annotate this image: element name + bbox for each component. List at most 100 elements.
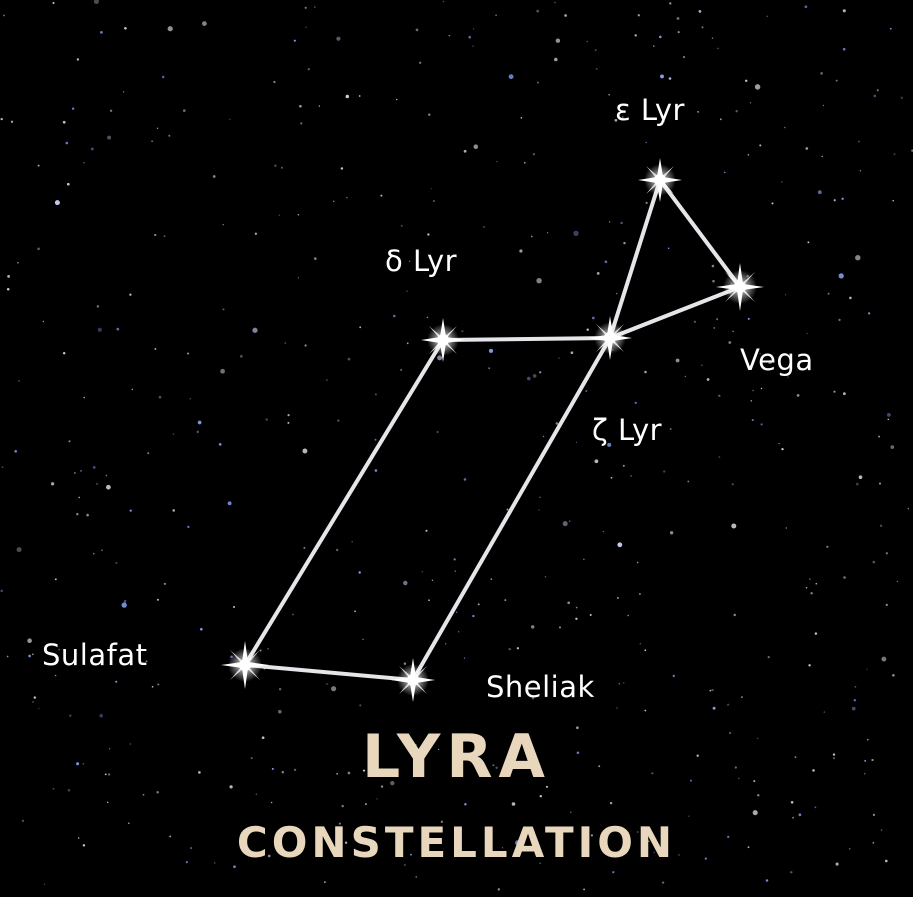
field-star	[719, 118, 722, 121]
field-star	[496, 160, 498, 163]
field-star	[313, 257, 317, 260]
field-star	[843, 576, 846, 579]
field-star	[156, 790, 159, 794]
field-star	[426, 316, 429, 319]
field-star	[287, 413, 290, 417]
field-star	[785, 527, 787, 529]
field-star	[54, 578, 57, 581]
field-star	[305, 26, 307, 28]
field-star	[122, 91, 125, 93]
field-star	[227, 501, 232, 506]
field-star	[299, 104, 302, 108]
field-star	[554, 1, 556, 4]
field-star	[492, 764, 495, 767]
field-star	[622, 116, 624, 118]
field-star	[667, 247, 670, 250]
field-star	[415, 28, 419, 32]
field-star	[753, 780, 756, 783]
field-star	[876, 89, 879, 92]
field-star	[669, 531, 674, 535]
field-star	[771, 202, 774, 205]
label-delta-lyr: δ Lyr	[385, 244, 458, 278]
field-star	[784, 294, 787, 296]
field-star	[790, 871, 793, 874]
field-star	[590, 834, 594, 837]
field-star	[18, 380, 20, 382]
field-star	[332, 200, 335, 203]
field-star	[604, 260, 608, 264]
field-star	[796, 394, 800, 397]
field-star	[455, 611, 458, 614]
field-star	[80, 470, 82, 472]
field-star	[359, 326, 362, 329]
field-star	[668, 77, 672, 80]
field-star	[154, 233, 157, 237]
field-star	[100, 31, 103, 34]
field-star	[738, 777, 740, 780]
field-star	[324, 881, 326, 883]
field-star	[69, 714, 72, 717]
field-star	[701, 26, 704, 29]
field-star	[347, 357, 351, 361]
field-star	[833, 199, 836, 202]
field-star	[28, 654, 31, 658]
field-star	[594, 49, 597, 51]
field-star	[50, 482, 55, 486]
field-star	[887, 418, 890, 421]
field-star	[3, 14, 5, 17]
field-star	[297, 214, 300, 216]
field-star	[768, 360, 773, 365]
field-star	[307, 67, 311, 71]
field-star	[344, 841, 348, 844]
field-star	[359, 704, 362, 707]
field-star	[326, 379, 328, 381]
field-star	[261, 736, 265, 740]
field-star	[156, 127, 159, 130]
field-star	[726, 703, 730, 706]
field-star	[437, 355, 443, 361]
star-epsilon-lyr	[638, 158, 682, 202]
label-vega: Vega	[740, 343, 814, 377]
line-delta-sulafat	[243, 338, 445, 667]
field-star	[521, 844, 524, 847]
field-star	[233, 865, 236, 869]
field-star	[380, 194, 383, 197]
field-star	[853, 699, 856, 702]
field-star	[700, 364, 703, 367]
field-star	[814, 806, 817, 809]
field-star	[660, 74, 664, 79]
field-star	[855, 254, 861, 261]
field-star	[300, 122, 303, 125]
field-star	[504, 599, 507, 602]
field-star	[826, 545, 829, 548]
field-star	[71, 107, 75, 110]
field-star	[767, 655, 770, 659]
field-star	[428, 113, 431, 116]
field-star	[293, 768, 297, 772]
field-star	[501, 847, 504, 849]
field-star	[711, 688, 714, 692]
field-star	[410, 853, 412, 856]
field-star	[706, 378, 710, 381]
field-star	[728, 341, 732, 344]
field-star	[558, 357, 560, 359]
field-star	[172, 433, 175, 435]
field-star	[318, 105, 321, 107]
field-star	[403, 580, 408, 586]
field-star	[717, 47, 719, 50]
field-star	[154, 347, 157, 350]
field-star	[678, 853, 680, 856]
field-star	[520, 117, 523, 119]
field-star	[583, 558, 585, 560]
field-star	[33, 696, 37, 699]
field-star	[14, 450, 17, 453]
field-star	[362, 769, 366, 772]
field-star	[472, 45, 474, 47]
field-star	[96, 305, 100, 308]
field-star	[277, 709, 282, 714]
field-star	[163, 235, 166, 238]
field-star	[863, 772, 866, 775]
field-star	[614, 118, 618, 122]
field-star	[544, 576, 547, 578]
field-star	[265, 418, 268, 421]
